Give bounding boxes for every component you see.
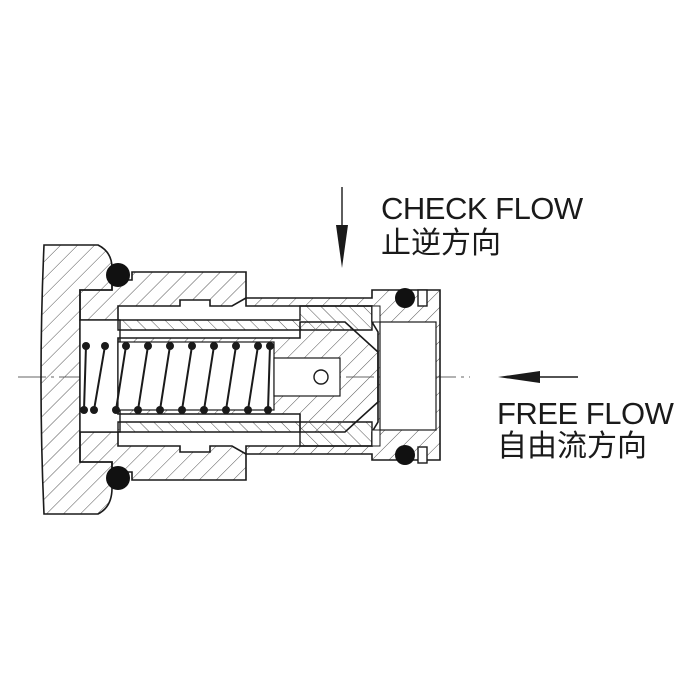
check-flow-label-zh: 止逆方向 [381,226,501,261]
o-rings [106,263,415,490]
spring [83,345,271,411]
valve-head-flange [40,244,113,515]
o-ring-cap-bottom [395,445,415,465]
free-flow-label: FREE FLOW [497,396,674,431]
free-flow-arrow [498,371,578,383]
backup-rings [417,289,428,464]
seat-cap [245,289,441,461]
o-ring-head-bottom [106,466,130,490]
o-ring-cap-top [395,288,415,308]
poppet [117,321,379,433]
check-flow-label: CHECK FLOW [381,191,583,226]
o-ring-head-top [106,263,130,287]
free-flow-label-zh: 自由流方向 [497,429,647,464]
check-flow-arrow [336,187,348,268]
spring-coil-ends [80,342,274,414]
